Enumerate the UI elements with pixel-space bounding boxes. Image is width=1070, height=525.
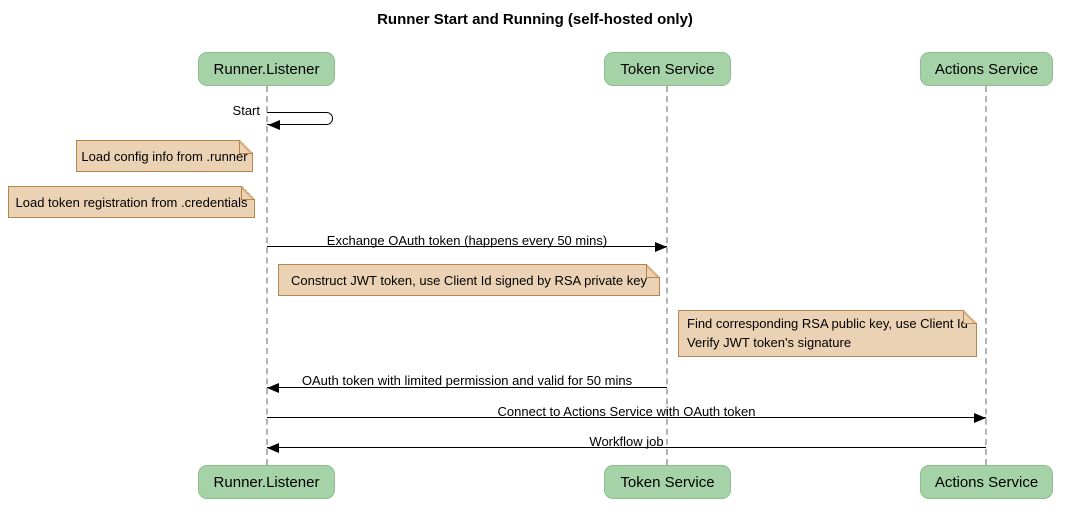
message-label-start: Start <box>232 103 260 118</box>
message-line-exchange <box>267 246 667 247</box>
arrowhead-left-icon <box>267 383 279 393</box>
note-verify-jwt: Find corresponding RSA public key, use C… <box>678 310 977 357</box>
note-load-config: Load config info from .runner <box>76 140 253 172</box>
message-line-workflow <box>267 447 986 448</box>
participant-label: Runner.Listener <box>213 60 320 78</box>
self-message-loop <box>267 112 333 125</box>
note-load-token: Load token registration from .credential… <box>8 186 255 218</box>
note-fold-icon <box>239 140 253 154</box>
message-line-oauth-return <box>267 387 667 388</box>
message-label-exchange: Exchange OAuth token (happens every 50 m… <box>326 233 608 248</box>
lifeline-actions-service <box>985 86 987 465</box>
participant-label: Token Service <box>620 60 715 78</box>
message-label-connect: Connect to Actions Service with OAuth to… <box>497 404 756 419</box>
arrowhead-right-icon <box>974 413 986 423</box>
participant-bottom-token-service: Token Service <box>604 465 731 499</box>
participant-label: Actions Service <box>934 60 1039 78</box>
participant-label: Actions Service <box>934 473 1039 491</box>
note-text: Load token registration from .credential… <box>15 194 248 210</box>
participant-bottom-actions-service: Actions Service <box>920 465 1053 499</box>
participant-top-token-service: Token Service <box>604 52 731 86</box>
participant-bottom-runner-listener: Runner.Listener <box>198 465 335 499</box>
participant-label: Runner.Listener <box>213 473 320 491</box>
arrowhead-left-icon <box>268 120 280 130</box>
diagram-title: Runner Start and Running (self-hosted on… <box>377 11 693 28</box>
lifeline-runner-listener <box>266 86 268 465</box>
message-label-oauth-return: OAuth token with limited permission and … <box>301 373 633 388</box>
arrowhead-left-icon <box>267 443 279 453</box>
note-text-line2: Verify JWT token's signature <box>687 334 852 350</box>
message-label-workflow: Workflow job <box>589 434 664 449</box>
participant-top-runner-listener: Runner.Listener <box>198 52 335 86</box>
lifeline-token-service <box>666 86 668 465</box>
message-line-connect <box>267 417 986 418</box>
participant-top-actions-service: Actions Service <box>920 52 1053 86</box>
note-fold-icon <box>241 186 255 200</box>
participant-label: Token Service <box>620 473 715 491</box>
note-text: Load config info from .runner <box>81 148 248 164</box>
arrowhead-right-icon <box>655 242 667 252</box>
note-fold-icon <box>963 310 977 324</box>
note-text: Construct JWT token, use Client Id signe… <box>291 272 647 288</box>
note-text-line1: Find corresponding RSA public key, use C… <box>687 315 968 331</box>
note-fold-icon <box>646 264 660 278</box>
note-construct-jwt: Construct JWT token, use Client Id signe… <box>278 264 660 296</box>
